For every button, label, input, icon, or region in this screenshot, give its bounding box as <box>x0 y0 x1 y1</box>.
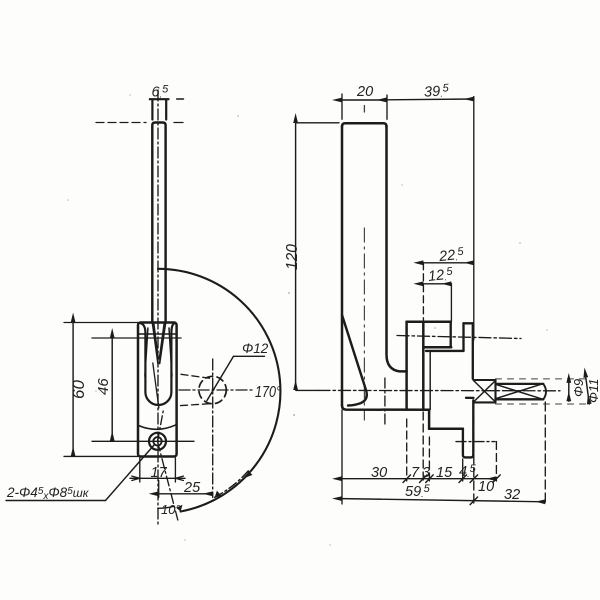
svg-text:59.5: 59.5 <box>405 483 431 500</box>
svg-text:46: 46 <box>95 378 112 395</box>
svg-text:2-Φ45xΦ85шк: 2-Φ45xΦ85шк <box>6 485 90 502</box>
svg-text:10: 10 <box>478 479 494 495</box>
svg-text:17: 17 <box>151 465 168 481</box>
svg-text:60: 60 <box>69 380 88 399</box>
svg-text:32: 32 <box>504 487 520 503</box>
svg-text:15: 15 <box>436 465 453 481</box>
svg-text:7: 7 <box>411 465 420 481</box>
svg-text:10°: 10° <box>161 502 181 517</box>
svg-text:20: 20 <box>356 84 373 100</box>
svg-text:25: 25 <box>183 480 201 496</box>
svg-text:Φ9: Φ9 <box>571 379 586 397</box>
svg-text:120: 120 <box>284 244 301 270</box>
svg-text:Φ11: Φ11 <box>586 379 600 403</box>
svg-text:3: 3 <box>422 465 430 481</box>
svg-text:39.5: 39.5 <box>424 82 451 100</box>
svg-text:6.5: 6.5 <box>152 84 170 101</box>
svg-text:Φ12: Φ12 <box>242 341 269 356</box>
svg-text:170°: 170° <box>255 384 281 401</box>
svg-text:12.5: 12.5 <box>427 265 454 285</box>
svg-text:30: 30 <box>371 465 387 481</box>
